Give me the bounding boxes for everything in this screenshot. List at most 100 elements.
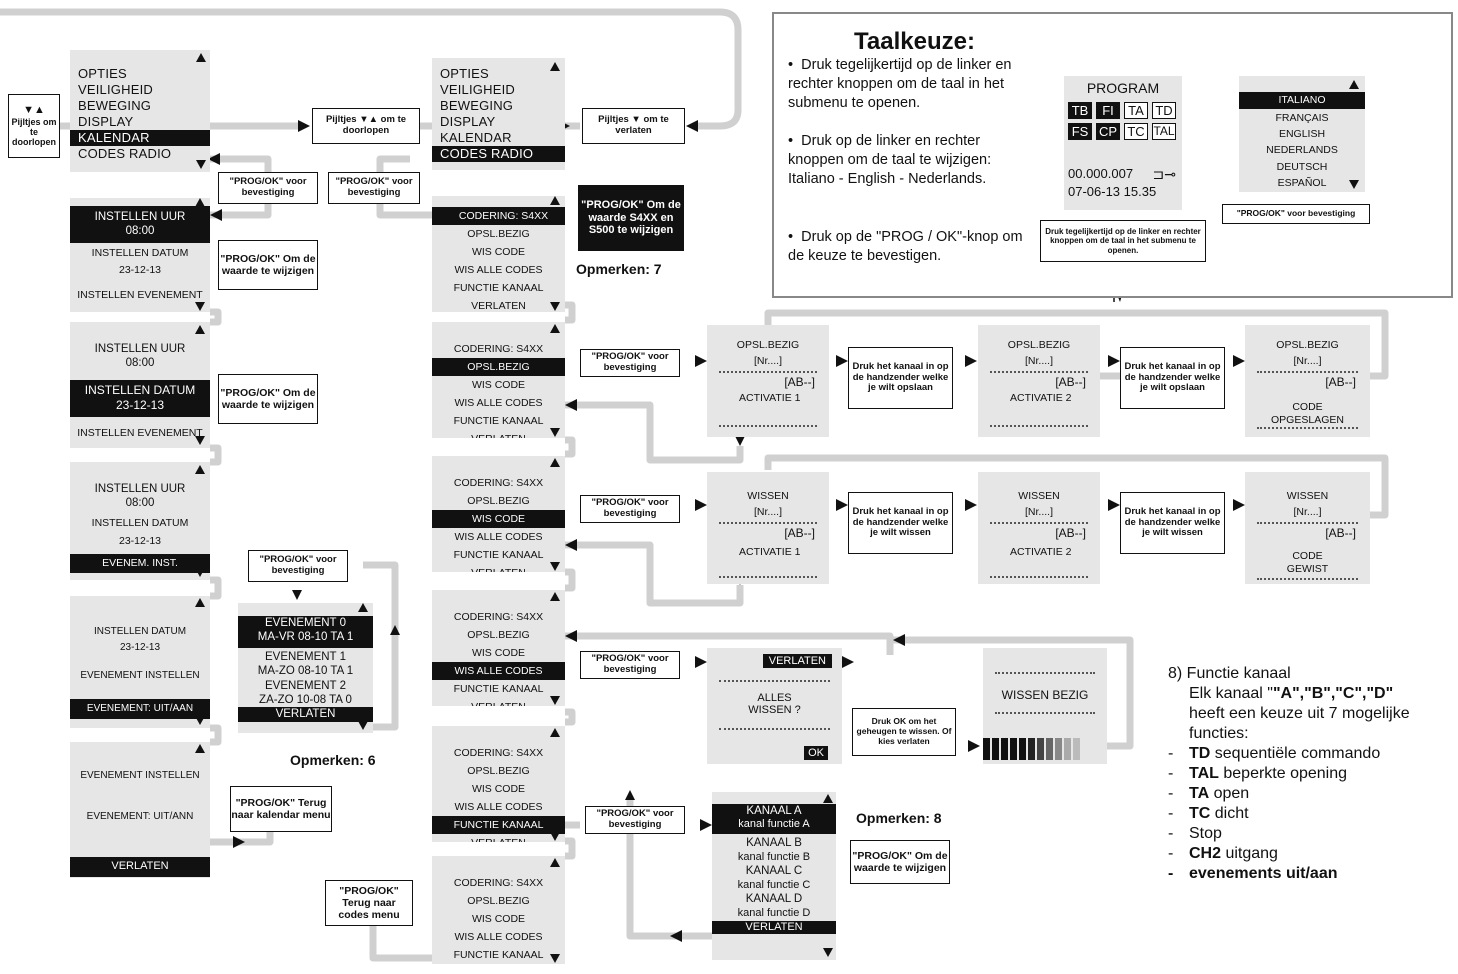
scroll-up-icon bbox=[195, 325, 205, 334]
language-item[interactable]: FRANÇAIS bbox=[1275, 112, 1329, 125]
scroll-hint-text: Pijltjes om te doorlopen bbox=[11, 116, 57, 148]
codes-menu-item: VERLATEN bbox=[432, 430, 565, 438]
codes-menu-item[interactable]: CODERING: S4XX bbox=[432, 207, 565, 225]
menu-item-beweging[interactable]: BEWEGING bbox=[440, 98, 514, 113]
language-item[interactable]: ENGLISH bbox=[1278, 128, 1326, 141]
codes-menu-item[interactable]: WIS ALLE CODES bbox=[432, 662, 565, 680]
key-tal: TAL bbox=[1152, 123, 1176, 140]
prog-ok-change-3: "PROG/OK" Om de waarde te wijzigen bbox=[850, 840, 950, 884]
codes-menu-item: WIS CODE bbox=[471, 783, 526, 795]
nr-label: [Nr....] bbox=[1293, 506, 1322, 518]
event-item: EVENEMENT 2 bbox=[265, 679, 346, 692]
language-item[interactable]: ITALIANO bbox=[1239, 92, 1365, 110]
time-value: 08:00 bbox=[125, 357, 155, 370]
channel-item[interactable]: KANAAL A bbox=[712, 804, 836, 819]
event-onoff-label[interactable]: EVENEMENT: UIT/AAN bbox=[70, 698, 210, 719]
erase-title: WISSEN bbox=[747, 490, 789, 502]
scroll-down-icon bbox=[550, 428, 560, 437]
erase-title: WISSEN bbox=[1286, 490, 1329, 502]
key-tc: TC bbox=[1124, 123, 1148, 140]
language-item[interactable]: DEUTSCH bbox=[1276, 160, 1328, 173]
codes-menu-item: FUNCTIE KANAAL bbox=[453, 549, 544, 561]
store-title: OPSL.BEZIG bbox=[736, 339, 800, 351]
channel-exit[interactable]: VERLATEN bbox=[712, 920, 836, 935]
scroll-down-icon bbox=[550, 832, 560, 841]
menu-item-kalendar[interactable]: KALENDAR bbox=[70, 130, 210, 146]
set-date-label: INSTELLEN DATUM bbox=[91, 246, 189, 259]
set-date-label: INSTELLEN DATUM bbox=[91, 516, 189, 529]
activation-label: ACTIVATIE 2 bbox=[1010, 546, 1072, 558]
bullet-text: Druk tegelijkertijd op de linker en rech… bbox=[788, 57, 1012, 111]
time-value[interactable]: 08:00 bbox=[70, 224, 210, 243]
menu-item-codes-radio[interactable]: CODES RADIO bbox=[432, 146, 565, 162]
calendar-screen-onoff: INSTELLEN DATUM 23-12-13 EVENEMENT INSTE… bbox=[70, 596, 210, 728]
scroll-up-icon bbox=[550, 858, 560, 867]
menu-item-opties[interactable]: OPTIES bbox=[440, 66, 489, 81]
codes-menu-item: WIS ALLE CODES bbox=[454, 264, 543, 276]
exit-option[interactable]: VERLATEN bbox=[762, 654, 832, 668]
scroll-up-icon bbox=[1349, 80, 1359, 89]
event-item: ZA-ZO 10-08 TA 0 bbox=[259, 693, 352, 706]
set-date-label[interactable]: INSTELLEN DATUM bbox=[70, 379, 210, 398]
erase-question: WISSEN ? bbox=[748, 704, 801, 716]
ok-option[interactable]: OK bbox=[804, 746, 828, 760]
counter-value: 00.000.007 bbox=[1068, 166, 1134, 181]
nr-label: [Nr....] bbox=[1024, 355, 1053, 367]
menu-item-veiligheid[interactable]: VEILIGHEID bbox=[78, 82, 153, 97]
notes-item-text: sequentiële commando bbox=[1210, 745, 1381, 762]
codes-menu-item: OPSL.BEZIG bbox=[467, 629, 530, 641]
exit-hint-box: Pijltjes ▼ om te verlaten bbox=[582, 108, 685, 144]
event-item[interactable]: EVENEMENT 0 bbox=[238, 616, 373, 631]
menu-item-display[interactable]: DISPLAY bbox=[78, 114, 134, 129]
channel-item: KANAAL C bbox=[745, 865, 803, 878]
codes-menu-item: OPSL.BEZIG bbox=[467, 765, 530, 777]
set-time-label: INSTELLEN UUR bbox=[94, 483, 186, 495]
menu-item-opties[interactable]: OPTIES bbox=[78, 66, 127, 81]
calendar-exit[interactable]: VERLATEN bbox=[70, 857, 210, 877]
language-item[interactable]: NEDERLANDS bbox=[1266, 144, 1338, 157]
language-item[interactable]: ESPAÑOL bbox=[1277, 176, 1327, 189]
all-label: ALLES bbox=[757, 692, 792, 704]
remark-8: Opmerken: 8 bbox=[856, 810, 942, 826]
prog-ok-change-1: "PROG/OK" Om de waarde te wijzigen bbox=[218, 240, 318, 290]
codes-menu-item[interactable]: OPSL.BEZIG bbox=[432, 358, 565, 376]
notes-item-key: TAL bbox=[1189, 765, 1219, 782]
menu-item-codes-radio[interactable]: CODES RADIO bbox=[78, 146, 172, 161]
notes-item: -Stop bbox=[1168, 825, 1222, 842]
event-exit[interactable]: VERLATEN bbox=[238, 707, 373, 722]
menu-item-beweging[interactable]: BEWEGING bbox=[78, 98, 152, 113]
key-fi: FI bbox=[1096, 102, 1120, 119]
ab-label: [AB--] bbox=[1325, 375, 1356, 389]
scroll-up-icon bbox=[550, 592, 560, 601]
menu-item-veiligheid[interactable]: VEILIGHEID bbox=[440, 82, 515, 97]
scroll-up-icon bbox=[196, 53, 206, 62]
code-label: CODE bbox=[1292, 401, 1323, 413]
codes-menu-item[interactable]: WIS CODE bbox=[432, 510, 565, 528]
date-value: 23-12-13 bbox=[119, 641, 161, 653]
event-onoff-label: EVENEMENT: UIT/ANN bbox=[86, 810, 194, 822]
event-item[interactable]: MA-VR 08-10 TA 1 bbox=[238, 630, 373, 648]
scroll-down-icon bbox=[195, 716, 205, 725]
menu-item-kalendar[interactable]: KALENDAR bbox=[440, 130, 512, 145]
notes-item-text: open bbox=[1209, 785, 1250, 802]
channel-item: KANAAL B bbox=[746, 837, 802, 850]
channel-item[interactable]: kanal functie A bbox=[712, 818, 836, 835]
menu-item-display[interactable]: DISPLAY bbox=[440, 114, 496, 129]
scroll-up-icon bbox=[550, 324, 560, 333]
codes-menu-item: CODERING: S4XX bbox=[453, 477, 544, 489]
date-value[interactable]: 23-12-13 bbox=[70, 397, 210, 417]
scroll-up-icon bbox=[195, 598, 205, 607]
scroll-up-icon bbox=[195, 744, 205, 753]
event-list: EVENEMENT 0 MA-VR 08-10 TA 1 EVENEMENT 1… bbox=[238, 603, 373, 733]
event-inst-label[interactable]: EVENEM. INST. bbox=[70, 554, 210, 574]
key-ta: TA bbox=[1124, 102, 1148, 119]
program-display: PROGRAM TB FI TA TD FS CP TC TAL 00.000.… bbox=[1064, 76, 1182, 210]
date-value: 23-12-13 bbox=[118, 263, 162, 276]
codes-menu-item[interactable]: FUNCTIE KANAAL bbox=[432, 816, 565, 834]
scroll-hint-mid: Pijltjes ▼▲ om te doorlopen bbox=[312, 108, 420, 144]
ab-label: [AB--] bbox=[1055, 526, 1086, 540]
notes-item-key: TA bbox=[1189, 785, 1210, 802]
scroll-down-icon bbox=[1349, 180, 1359, 189]
set-time-label[interactable]: INSTELLEN UUR bbox=[70, 206, 210, 225]
codes-menu-item: FUNCTIE KANAAL bbox=[453, 415, 544, 427]
